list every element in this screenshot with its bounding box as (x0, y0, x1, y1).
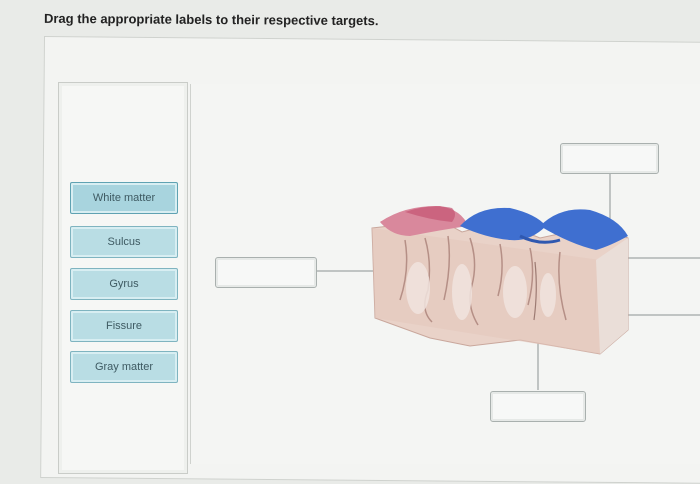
drop-target-bottom[interactable] (490, 391, 586, 422)
brain-cross-section-illustration (371, 205, 629, 355)
brain-diagram (316, 173, 700, 390)
label-gray-matter[interactable]: Gray matter (70, 351, 178, 383)
label-sulcus[interactable]: Sulcus (70, 226, 178, 258)
label-white-matter[interactable]: White matter (70, 182, 178, 214)
label-fissure[interactable]: Fissure (70, 310, 178, 342)
label-gyrus[interactable]: Gyrus (70, 268, 178, 300)
drop-target-left[interactable] (215, 257, 317, 288)
drop-target-top[interactable] (560, 143, 659, 174)
